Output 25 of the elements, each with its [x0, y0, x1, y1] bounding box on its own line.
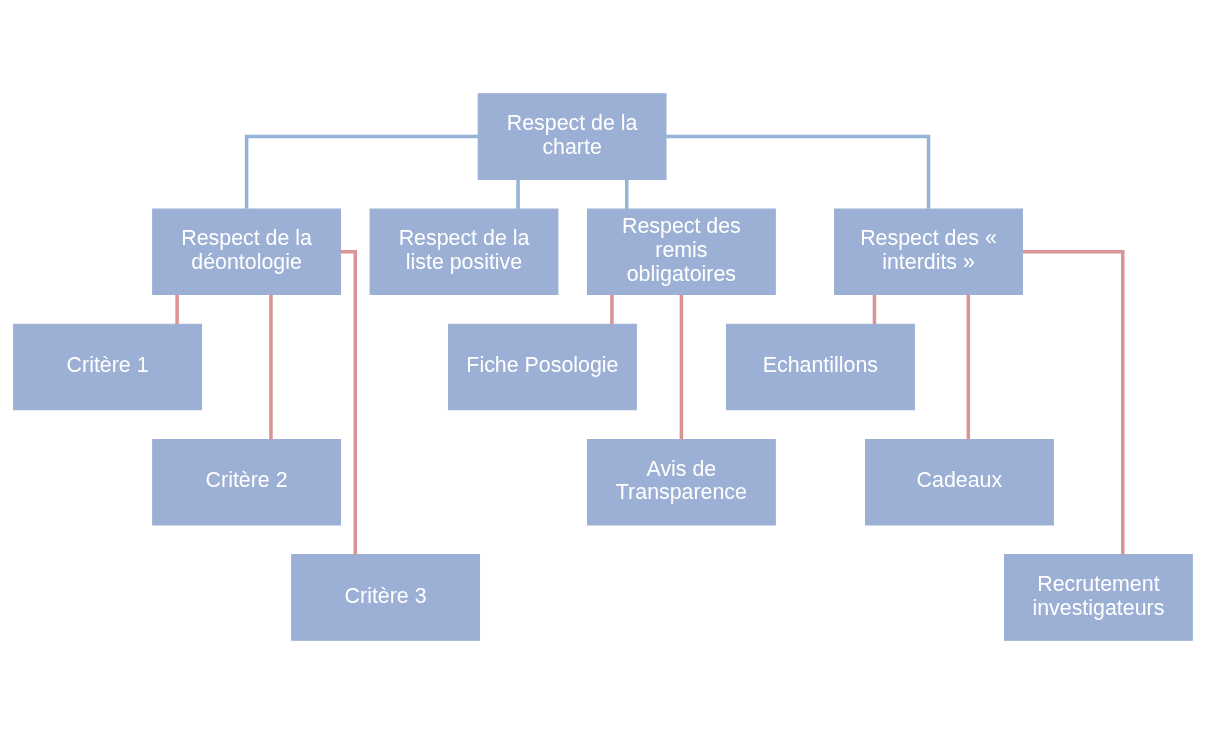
node-box: Respect de la liste positive	[369, 207, 559, 295]
connector	[175, 294, 179, 324]
connector	[966, 294, 971, 439]
connector	[625, 178, 629, 209]
node-box: Critère 2	[152, 438, 342, 526]
connector	[666, 134, 931, 209]
node-box: Respect de la charte	[477, 92, 667, 180]
node-box: Echantillons	[725, 323, 915, 410]
node-box: Respect des remis obligatoires	[586, 207, 776, 295]
node-box: Respect de la déontologie	[152, 207, 342, 295]
node-box: Fiche Posologie	[447, 323, 637, 410]
connector	[516, 178, 520, 209]
connector	[269, 294, 273, 439]
node-box: Recrutement investigateurs	[1003, 553, 1193, 641]
connector	[679, 294, 684, 439]
connector	[872, 294, 877, 324]
node-box: Cadeaux	[864, 438, 1054, 526]
connector	[340, 249, 358, 554]
connector	[244, 134, 478, 209]
connector	[1022, 249, 1125, 554]
connector	[610, 294, 614, 324]
node-box: Avis de Transparence	[586, 438, 776, 526]
node-box: Respect des « interdits »	[834, 207, 1023, 295]
node-box: Critère 3	[291, 553, 481, 641]
node-box: Critère 1	[13, 323, 203, 410]
